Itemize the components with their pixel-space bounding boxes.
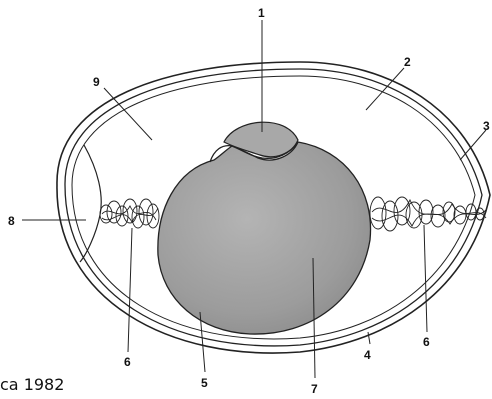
- leader-4: [368, 332, 370, 344]
- label-9: 9: [93, 75, 100, 89]
- label-5: 5: [201, 376, 208, 390]
- caption: ca 1982: [0, 375, 64, 394]
- left-chalaza: [100, 199, 159, 228]
- air-cell-line: [80, 145, 101, 262]
- yolk: [158, 142, 371, 334]
- leader-9: [104, 88, 152, 140]
- leader-2: [366, 68, 404, 110]
- leader-3: [460, 130, 486, 160]
- label-2: 2: [404, 55, 411, 69]
- label-8: 8: [8, 214, 15, 228]
- leader-6-right: [424, 225, 427, 332]
- label-6-right: 6: [423, 335, 430, 349]
- right-chalaza: [370, 197, 486, 231]
- label-3: 3: [483, 119, 490, 133]
- label-6-left: 6: [124, 355, 131, 369]
- label-7: 7: [311, 382, 318, 396]
- leader-6-left: [128, 228, 132, 352]
- label-1: 1: [258, 6, 265, 20]
- label-4: 4: [364, 348, 371, 362]
